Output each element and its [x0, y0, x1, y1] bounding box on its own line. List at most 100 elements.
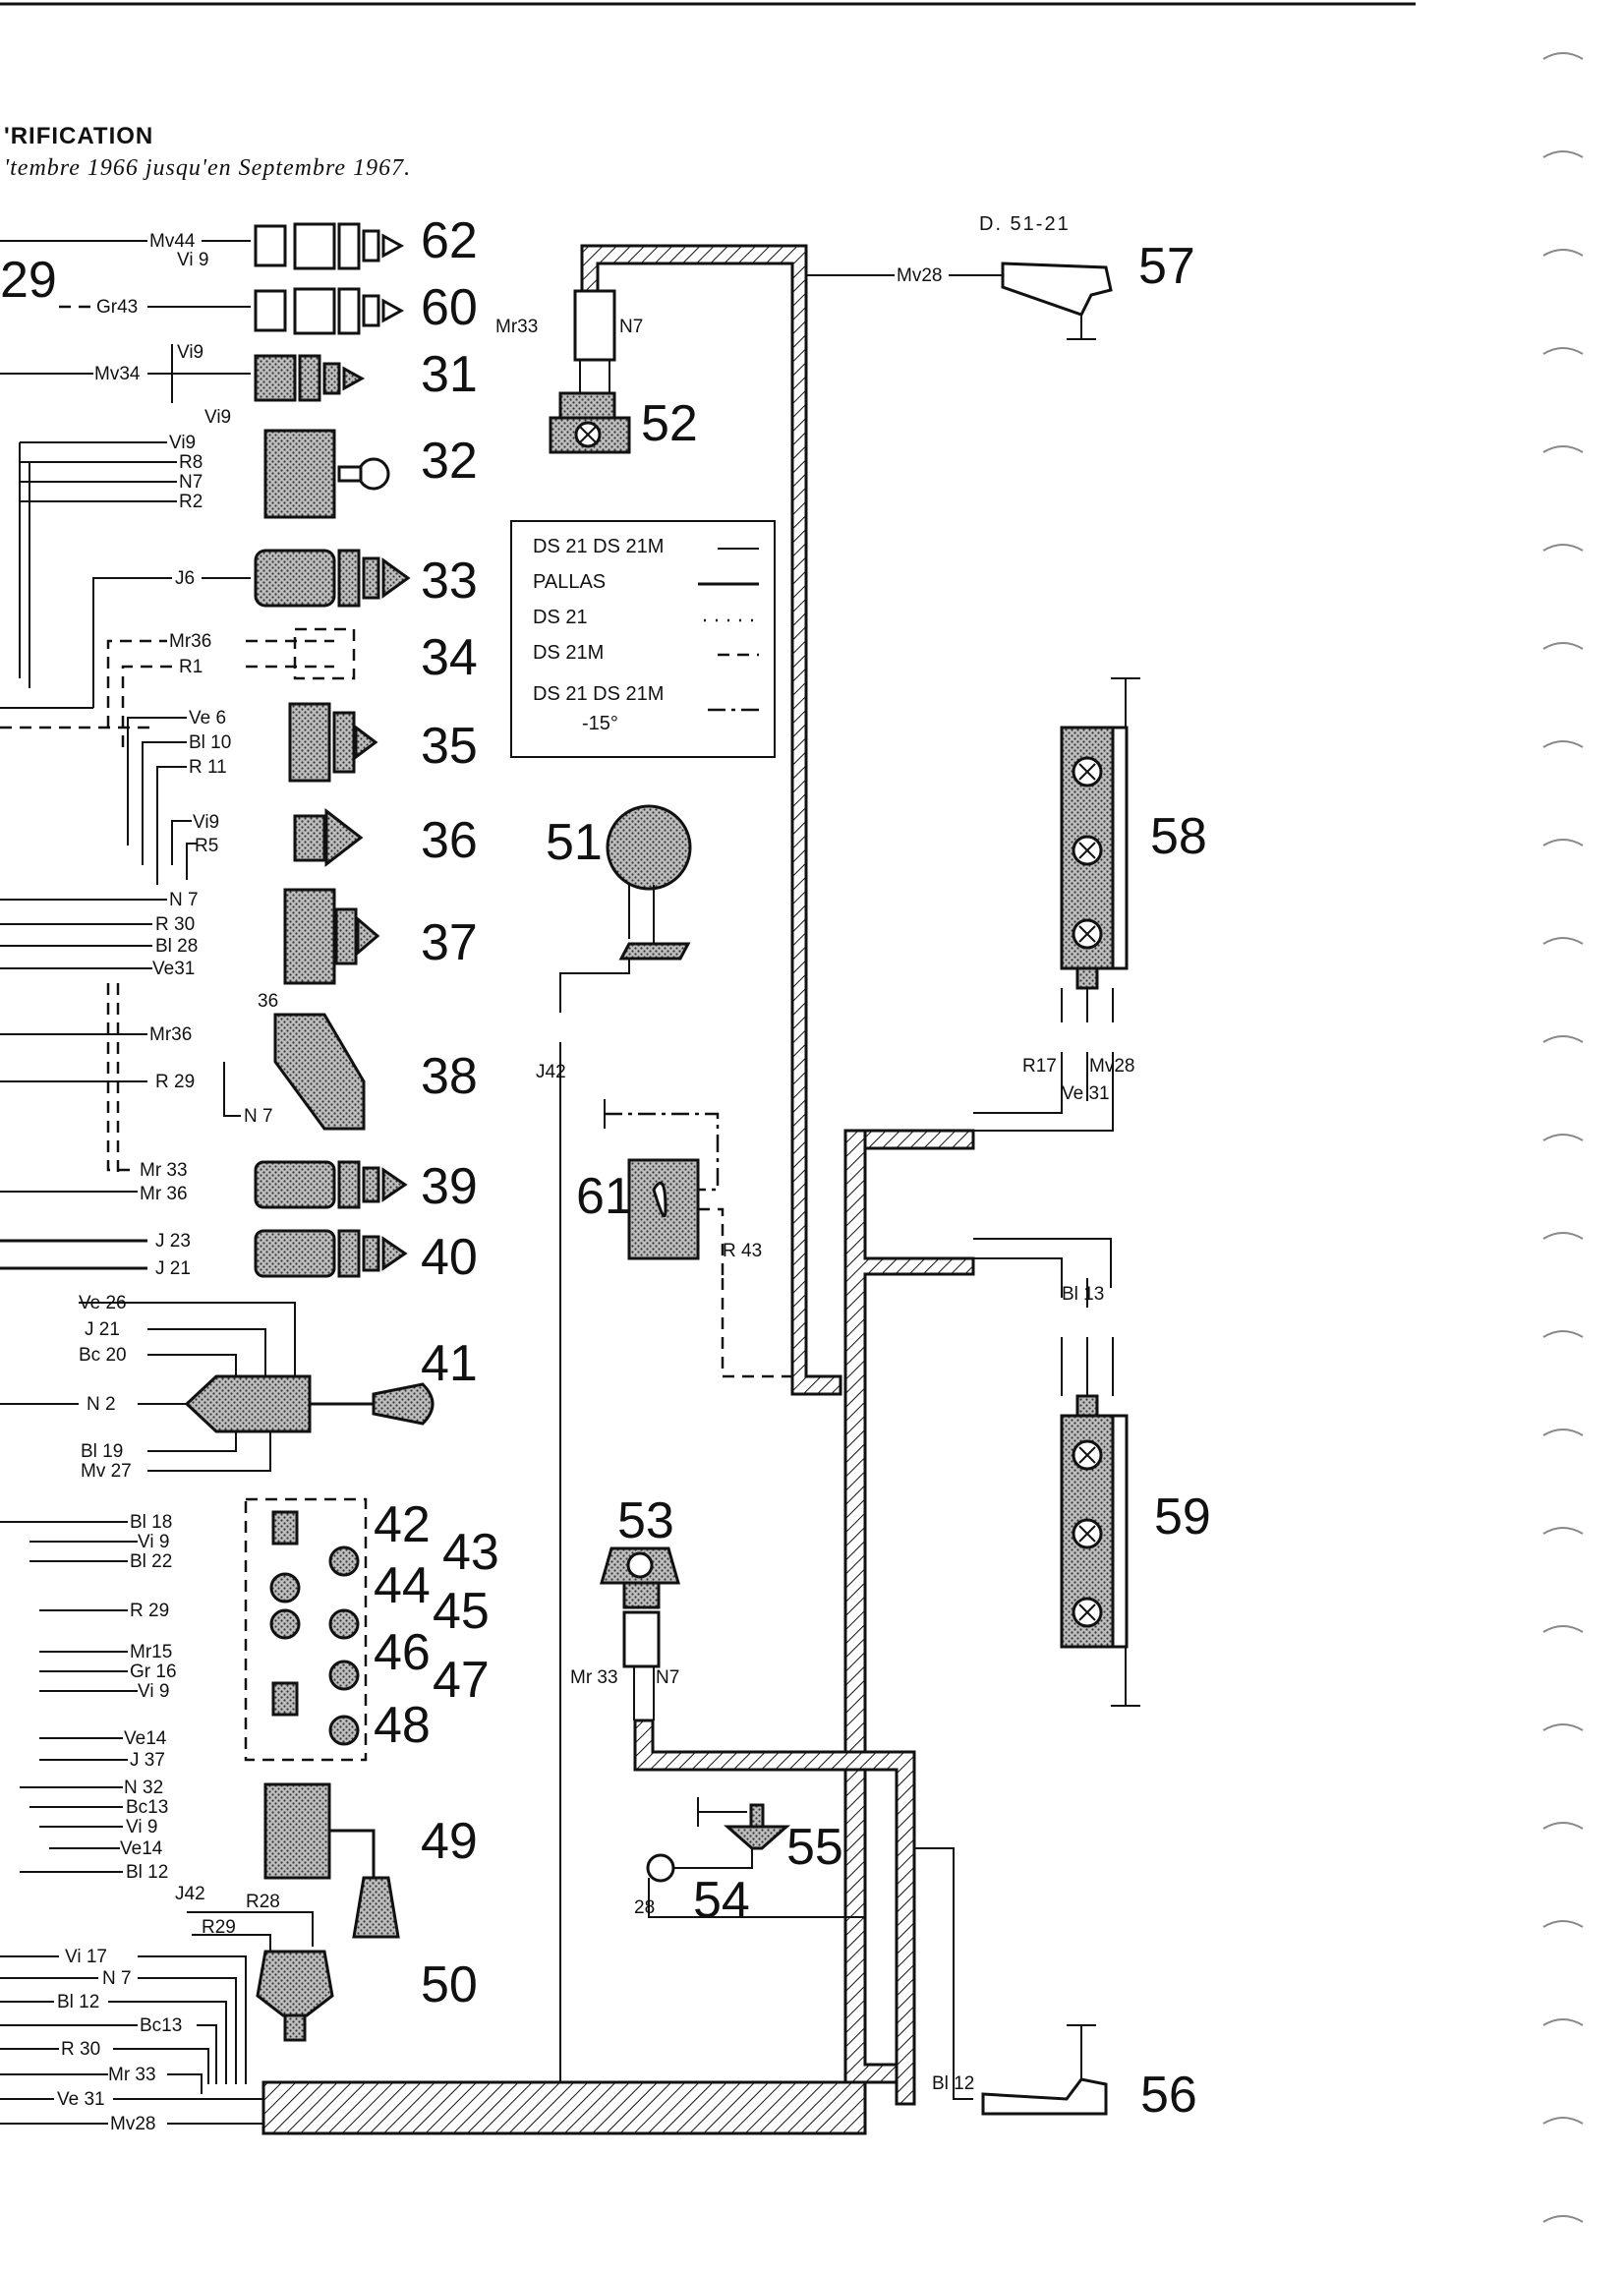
svg-text:Bl 12: Bl 12 — [57, 1992, 99, 2012]
svg-text:Mr33: Mr33 — [495, 317, 538, 337]
svg-text:N 7: N 7 — [169, 890, 199, 910]
svg-text:Bl 19: Bl 19 — [81, 1441, 123, 1462]
svg-text:Mv34: Mv34 — [94, 364, 141, 384]
component-32: Vi9 R8 N7 R2 32 — [20, 429, 478, 519]
svg-text:51: 51 — [546, 814, 603, 871]
component-57: R17 Mv28 Ve 31 58 — [973, 677, 1207, 1132]
svg-text:36: 36 — [258, 991, 278, 1012]
component-54-55: 28 54 55 — [634, 1797, 865, 1929]
svg-text:35: 35 — [421, 718, 478, 775]
svg-text:57: 57 — [1138, 238, 1195, 295]
component-31: Mv34 Vi9 Vi9 31 — [0, 342, 478, 428]
svg-text:Vi 9: Vi 9 — [126, 1817, 157, 1837]
svg-text:Mv28: Mv28 — [110, 2114, 155, 2134]
svg-text:45: 45 — [433, 1583, 490, 1640]
svg-text:49: 49 — [421, 1813, 478, 1870]
bottom-wire-group: Vi 17 N 7 Bl 12 Bc13 R 30 Mr 33 Ve 31 Mv… — [0, 1947, 263, 2134]
legend-row-3: DS 21 — [533, 607, 588, 628]
svg-text:R2: R2 — [179, 492, 203, 512]
left-bus-lines — [0, 442, 157, 1180]
component-52: Mr33 N7 52 — [495, 289, 698, 454]
svg-text:Vi 9: Vi 9 — [138, 1532, 169, 1552]
svg-text:37: 37 — [421, 914, 478, 971]
svg-text:Vi 17: Vi 17 — [65, 1947, 107, 1967]
svg-text:Vi9: Vi9 — [204, 407, 231, 428]
svg-text:44: 44 — [374, 1557, 431, 1614]
svg-text:42: 42 — [374, 1496, 431, 1553]
svg-text:Ve14: Ve14 — [124, 1728, 167, 1749]
component-51: 51 J42 — [536, 804, 692, 2082]
component-36: Vi9 R5 36 — [171, 807, 478, 880]
svg-text:J 21: J 21 — [85, 1319, 120, 1340]
svg-text:56: 56 — [1140, 2067, 1197, 2124]
component-35: Ve 6 Bl 10 R 11 35 — [127, 702, 478, 885]
svg-text:55: 55 — [786, 1819, 843, 1876]
svg-text:N 7: N 7 — [244, 1106, 273, 1127]
svg-text:Bc 20: Bc 20 — [79, 1345, 127, 1366]
svg-text:28: 28 — [634, 1897, 655, 1918]
svg-text:Mv28: Mv28 — [897, 265, 942, 286]
svg-text:Bl 22: Bl 22 — [130, 1551, 172, 1572]
binder-holes — [1542, 52, 1584, 2223]
svg-text:Mv 27: Mv 27 — [81, 1461, 132, 1482]
component-53: Mr 33 N7 53 — [570, 1492, 680, 1720]
svg-text:39: 39 — [421, 1158, 478, 1215]
svg-text:60: 60 — [421, 279, 478, 336]
svg-text:Ve 31: Ve 31 — [57, 2089, 105, 2110]
svg-text:N 32: N 32 — [124, 1778, 163, 1798]
svg-text:Bc13: Bc13 — [126, 1797, 168, 1818]
svg-text:Ve 26: Ve 26 — [79, 1293, 127, 1313]
svg-text:Mr 33: Mr 33 — [570, 1667, 618, 1688]
svg-text:52: 52 — [641, 395, 698, 452]
svg-text:46: 46 — [374, 1624, 431, 1681]
component-41: Ve 26 J 21 Bc 20 N 2 Bl 19 Mv 27 41 — [0, 1293, 478, 1482]
svg-text:R17: R17 — [1022, 1056, 1057, 1077]
svg-text:Mv44: Mv44 — [149, 231, 196, 252]
svg-text:N 7: N 7 — [102, 1968, 132, 1989]
svg-text:Mr36: Mr36 — [169, 631, 211, 652]
svg-text:R1: R1 — [179, 657, 203, 677]
svg-text:32: 32 — [421, 433, 478, 490]
svg-text:Vi9: Vi9 — [193, 812, 219, 833]
svg-text:R 29: R 29 — [155, 1072, 195, 1092]
component-34: Mr36 R1 34 — [106, 627, 478, 747]
svg-text:R29: R29 — [202, 1917, 236, 1938]
component-49: N 32 Bc13 Vi 9 Ve14 Bl 12 J42 49 — [20, 1778, 478, 1939]
svg-text:Ve 6: Ve 6 — [189, 708, 226, 729]
svg-text:R8: R8 — [179, 452, 203, 473]
svg-text:R 30: R 30 — [155, 914, 195, 935]
svg-text:Ve31: Ve31 — [152, 959, 195, 979]
svg-text:R 43: R 43 — [723, 1241, 762, 1261]
component-58: Bl 13 59 — [973, 1238, 1211, 1707]
svg-text:58: 58 — [1150, 808, 1207, 865]
svg-text:Bl 13: Bl 13 — [1062, 1284, 1104, 1305]
svg-text:Gr43: Gr43 — [96, 297, 138, 318]
svg-text:59: 59 — [1154, 1488, 1211, 1545]
svg-text:Ve 31: Ve 31 — [1062, 1083, 1110, 1104]
svg-text:R5: R5 — [195, 836, 218, 856]
svg-text:54: 54 — [693, 1872, 750, 1929]
svg-text:53: 53 — [617, 1492, 674, 1549]
svg-text:Ve14: Ve14 — [120, 1838, 163, 1859]
svg-text:Vi 9: Vi 9 — [138, 1681, 169, 1702]
legend-row-4: DS 21M — [533, 642, 604, 664]
svg-text:33: 33 — [421, 553, 478, 610]
svg-text:Mr 33: Mr 33 — [108, 2065, 156, 2085]
svg-text:40: 40 — [421, 1229, 478, 1286]
svg-text:J 21: J 21 — [155, 1258, 191, 1279]
harness-57 — [863, 1129, 975, 1150]
component-37: N 7 R 30 Bl 28 Ve31 37 — [0, 888, 478, 985]
component-56: Mv28 57 — [806, 238, 1195, 340]
svg-text:Mr 36: Mr 36 — [140, 1184, 188, 1204]
legend-row-5b: -15° — [582, 713, 618, 734]
svg-text:Bl 10: Bl 10 — [189, 732, 231, 753]
svg-text:N7: N7 — [179, 472, 203, 493]
svg-text:Gr 16: Gr 16 — [130, 1662, 177, 1682]
svg-text:61: 61 — [576, 1168, 633, 1225]
svg-text:N7: N7 — [656, 1667, 679, 1688]
svg-text:N 2: N 2 — [87, 1394, 116, 1415]
svg-text:Bl 28: Bl 28 — [155, 936, 198, 957]
svg-text:Bc13: Bc13 — [140, 2015, 182, 2036]
svg-text:38: 38 — [421, 1048, 478, 1105]
